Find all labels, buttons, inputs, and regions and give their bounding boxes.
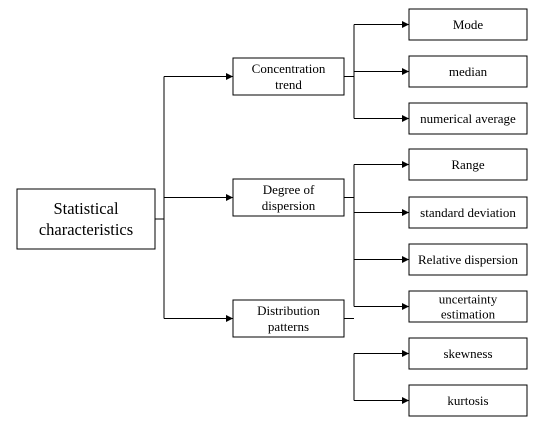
leaf-node: kurtosis bbox=[408, 384, 528, 417]
leaf-node-label-line: uncertainty bbox=[439, 292, 498, 307]
group-node-box bbox=[232, 299, 345, 338]
group-node-label-line: dispersion bbox=[262, 198, 316, 213]
leaf-node: Mode bbox=[408, 8, 528, 41]
leaf-node-label-line: estimation bbox=[441, 307, 496, 322]
root-node-label-line: characteristics bbox=[39, 220, 133, 239]
group-node-label-line: Degree of bbox=[263, 182, 315, 197]
group-node-label-line: patterns bbox=[268, 319, 309, 334]
leaf-node-label-line: Mode bbox=[453, 17, 484, 32]
root-node: Statistical characteristics bbox=[16, 188, 156, 250]
leaf-node-box bbox=[408, 8, 528, 41]
root-node-box bbox=[16, 188, 156, 250]
leaf-node-label-line: numerical average bbox=[420, 111, 516, 126]
leaf-node: Relative dispersion bbox=[408, 243, 528, 276]
root-node-label-line: Statistical bbox=[53, 199, 118, 218]
group-node-box bbox=[232, 57, 345, 96]
leaf-node-box bbox=[408, 243, 528, 276]
leaf-node: skewness bbox=[408, 337, 528, 370]
diagram-nodes: Statistical characteristics Concentrationt… bbox=[16, 8, 528, 417]
leaf-node-box bbox=[408, 148, 528, 181]
leaf-node: standard deviation bbox=[408, 196, 528, 229]
leaf-node-box bbox=[408, 384, 528, 417]
leaf-node-label-line: kurtosis bbox=[447, 393, 488, 408]
leaf-node-label-line: standard deviation bbox=[420, 205, 516, 220]
leaf-node: Range bbox=[408, 148, 528, 181]
leaf-node-box bbox=[408, 337, 528, 370]
connector-lines bbox=[155, 21, 409, 404]
leaf-node-label-line: Range bbox=[451, 157, 484, 172]
leaf-node: numerical average bbox=[408, 102, 528, 135]
leaf-node-box bbox=[408, 102, 528, 135]
leaf-node: median bbox=[408, 55, 528, 88]
leaf-node-box bbox=[408, 290, 528, 323]
group-node-box bbox=[232, 178, 345, 217]
group-node-label-line: Distribution bbox=[257, 303, 320, 318]
leaf-node-label-line: skewness bbox=[443, 346, 492, 361]
leaf-node-box bbox=[408, 55, 528, 88]
leaf-node-label-line: median bbox=[449, 64, 488, 79]
leaf-node-label-line: Relative dispersion bbox=[418, 252, 519, 267]
group-node-label-line: Concentration bbox=[252, 61, 326, 76]
group-node-label-line: trend bbox=[275, 77, 302, 92]
leaf-node-box bbox=[408, 196, 528, 229]
